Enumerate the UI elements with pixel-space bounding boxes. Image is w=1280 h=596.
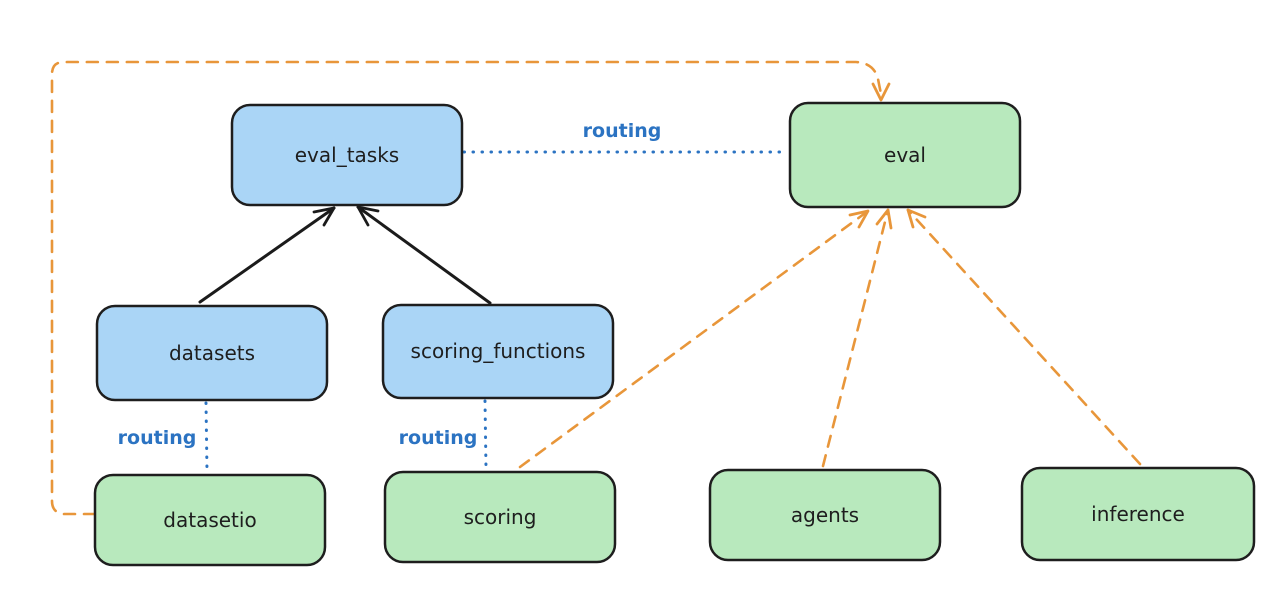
node-scoring-functions-label: scoring_functions	[411, 339, 586, 363]
edge-datasets-to-eval-tasks-path	[198, 206, 336, 304]
edge-scoring-to-eval-path	[518, 209, 870, 469]
routing-label-datasets-datasetio: routing	[118, 427, 197, 449]
edge-agents-to-eval	[821, 208, 893, 468]
arrowhead-scoring-functions-to-eval-tasks	[356, 205, 380, 227]
node-eval-tasks-box	[230, 103, 464, 207]
node-datasetio-label: datasetio	[163, 508, 256, 532]
node-scoring-functions-box	[381, 303, 615, 400]
edge-agents-to-eval-path	[821, 208, 890, 468]
arrowhead-inference-to-eval	[906, 208, 927, 229]
edge-scoring-to-eval	[518, 209, 870, 469]
edge-inference-to-eval-path	[906, 208, 1142, 466]
arrowhead-datasetio-to-eval	[871, 82, 891, 102]
node-datasets-label: datasets	[169, 341, 255, 365]
node-inference-box	[1020, 466, 1256, 562]
node-inference-label: inference	[1091, 502, 1185, 526]
node-scoring-box	[383, 470, 617, 564]
edge-scoring-functions-to-eval-tasks	[356, 205, 492, 305]
routing-label-eval-tasks-eval: routing	[583, 120, 662, 142]
node-datasetio-box	[93, 473, 327, 567]
arrowhead-agents-to-eval	[875, 208, 893, 230]
edge-datasets-to-datasetio-routing	[204, 401, 209, 473]
node-datasets-box	[95, 304, 329, 402]
edge-inference-to-eval	[906, 208, 1142, 466]
edge-scoring-functions-to-eval-tasks-path	[356, 205, 492, 305]
node-eval-tasks: eval_tasks	[230, 103, 464, 207]
node-datasets: datasets	[95, 304, 329, 402]
node-agents-label: agents	[791, 503, 859, 527]
edge-datasets-to-eval-tasks	[198, 206, 336, 304]
arrowhead-scoring-to-eval	[848, 209, 870, 229]
node-agents-box	[708, 468, 942, 562]
node-agents: agents	[708, 468, 942, 562]
node-eval-box	[788, 101, 1022, 209]
node-scoring-functions: scoring_functions	[381, 303, 615, 400]
node-scoring-label: scoring	[464, 505, 537, 529]
edge-datasetio-to-eval-path	[50, 60, 883, 516]
node-eval-tasks-label: eval_tasks	[295, 143, 399, 167]
node-datasetio: datasetio	[93, 473, 327, 567]
edge-datasetio-to-eval	[50, 60, 891, 516]
arrowhead-datasets-to-eval-tasks	[312, 206, 336, 227]
node-scoring: scoring	[383, 470, 617, 564]
routing-label-scoring-functions-scoring: routing	[399, 427, 478, 449]
node-eval: eval	[788, 101, 1022, 209]
node-inference: inference	[1020, 466, 1256, 562]
node-eval-label: eval	[884, 143, 926, 167]
edge-scoring-functions-to-scoring-routing	[483, 399, 488, 470]
